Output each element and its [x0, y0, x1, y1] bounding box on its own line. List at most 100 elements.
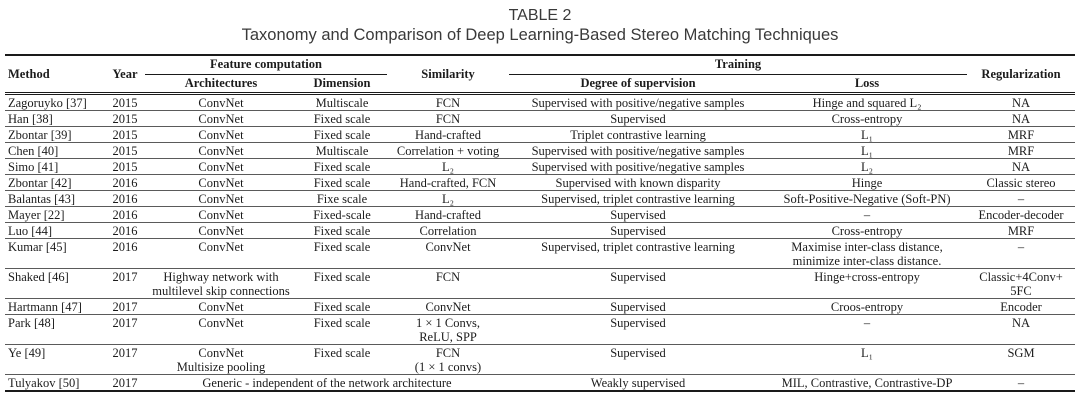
similarity-cell: Correlation: [419, 223, 477, 238]
loss-cell: Maximise inter-class distance, minimize …: [791, 239, 943, 268]
table-title-block: TABLE 2 Taxonomy and Comparison of Deep …: [0, 0, 1080, 45]
architectures-cell: ConvNet: [198, 239, 244, 254]
dimension-cell: Fixed scale: [313, 345, 371, 360]
loss-cell: Cross-entropy: [831, 111, 903, 126]
supervision-cell: Supervised with positive/negative sample…: [531, 143, 745, 158]
table-row-kumar: Kumar [45] 2016 ConvNet Fixed scale Conv…: [5, 238, 1076, 269]
method-cell: Chen [40]: [8, 143, 59, 158]
year-cell: 2017: [112, 315, 138, 330]
dimension-cell: Fixed scale: [313, 159, 371, 174]
header-row-groups: Method Year Feature computation Similari…: [5, 55, 1075, 81]
similarity-cell: FCN (1 × 1 convs): [414, 345, 482, 374]
similarity-cell: ConvNet: [425, 239, 471, 254]
table-row-zbontar-39: Zbontar [39] 2015 ConvNet Fixed scale Ha…: [5, 126, 1076, 143]
supervision-cell: Supervised with positive/negative sample…: [531, 159, 745, 174]
method-cell: Mayer [22]: [8, 207, 65, 222]
dimension-cell: Fixed scale: [313, 299, 371, 314]
year-cell: 2017: [112, 269, 138, 284]
architectures-cell: Highway network with multilevel skip con…: [152, 269, 290, 298]
architectures-cell: ConvNet: [198, 207, 244, 222]
loss-cell: Hinge: [851, 175, 883, 190]
similarity-cell: L₂: [442, 191, 455, 206]
year-cell: 2016: [112, 239, 138, 254]
loss-cell: L₁: [861, 143, 874, 158]
dimension-cell: Fixed-scale: [313, 207, 371, 222]
regularization-cell: Encoder: [1000, 299, 1042, 314]
method-cell: Zbontar [42]: [8, 175, 72, 190]
regularization-cell: –: [1017, 191, 1025, 206]
regularization-cell: MRF: [1007, 223, 1035, 238]
regularization-cell: NA: [1011, 95, 1031, 110]
similarity-cell: Correlation + voting: [396, 143, 500, 158]
supervision-cell: Supervised, triplet contrastive learning: [541, 239, 735, 254]
table-body: Zagoruyko [37] 2015 ConvNet Multiscale F…: [5, 94, 1076, 392]
table-row-ye: Ye [49] 2017 ConvNet Multisize pooling F…: [5, 344, 1076, 375]
regularization-cell: NA: [1011, 315, 1031, 330]
year-cell: 2015: [112, 143, 138, 158]
method-cell: Luo [44]: [8, 223, 53, 238]
col-header-method: Method: [8, 66, 50, 81]
table-row-simo: Simo [41] 2015 ConvNet Fixed scale L₂ Su…: [5, 158, 1076, 175]
year-cell: 2016: [112, 207, 138, 222]
loss-cell: Soft-Positive-Negative (Soft-PN): [783, 191, 951, 206]
supervision-cell: Supervised, triplet contrastive learning: [541, 191, 735, 206]
year-cell: 2017: [112, 375, 138, 390]
supervision-cell: Supervised: [610, 269, 666, 284]
regularization-cell: MRF: [1007, 127, 1035, 142]
architectures-cell: ConvNet: [198, 159, 244, 174]
similarity-cell: Hand-crafted: [415, 127, 481, 142]
col-header-supervision: Degree of supervision: [580, 76, 696, 90]
supervision-cell: Supervised with known disparity: [555, 175, 721, 190]
method-cell: Han [38]: [8, 111, 53, 126]
dimension-cell: Multiscale: [315, 143, 369, 158]
supervision-cell: Weakly supervised: [590, 375, 686, 390]
similarity-cell: L₂: [442, 159, 455, 174]
col-header-architectures: Architectures: [184, 76, 258, 90]
similarity-cell: FCN: [435, 269, 461, 284]
col-header-regularization: Regularization: [981, 66, 1061, 81]
year-cell: 2015: [112, 95, 138, 110]
method-cell: Shaked [46]: [8, 269, 69, 284]
method-cell: Tulyakov [50]: [8, 375, 80, 390]
table-row-tulyakov: Tulyakov [50] 2017 Generic - independent…: [5, 374, 1076, 392]
supervision-cell: Supervised with positive/negative sample…: [531, 95, 745, 110]
supervision-cell: Supervised: [610, 315, 666, 330]
regularization-cell: MRF: [1007, 143, 1035, 158]
dimension-cell: Fixed scale: [313, 315, 371, 330]
table-row-park: Park [48] 2017 ConvNet Fixed scale 1 × 1…: [5, 314, 1076, 345]
supervision-cell: Triplet contrastive learning: [570, 127, 706, 142]
architectures-cell: ConvNet: [198, 191, 244, 206]
loss-cell: –: [863, 207, 871, 222]
method-cell: Park [48]: [8, 315, 55, 330]
col-header-year: Year: [112, 66, 138, 81]
regularization-cell: Encoder-decoder: [978, 207, 1064, 222]
similarity-cell: ConvNet: [425, 299, 471, 314]
year-cell: 2017: [112, 299, 138, 314]
regularization-cell: –: [1017, 239, 1025, 254]
architectures-cell: ConvNet: [198, 111, 244, 126]
architectures-cell: ConvNet: [198, 127, 244, 142]
table-row-hartmann: Hartmann [47] 2017 ConvNet Fixed scale C…: [5, 298, 1076, 315]
dimension-cell: Fixed scale: [313, 239, 371, 254]
loss-cell: Croos-entropy: [830, 299, 904, 314]
year-cell: 2016: [112, 223, 138, 238]
table-row-balantas: Balantas [43] 2016 ConvNet Fixe scale L₂…: [5, 190, 1076, 207]
table-caption: Taxonomy and Comparison of Deep Learning…: [241, 26, 839, 44]
dimension-cell: Fixe scale: [316, 191, 368, 206]
col-header-similarity: Similarity: [421, 66, 475, 81]
loss-cell: Hinge and squared L₂: [812, 95, 922, 110]
regularization-cell: NA: [1011, 159, 1031, 174]
architectures-cell: ConvNet: [198, 223, 244, 238]
similarity-cell: Hand-crafted, FCN: [399, 175, 497, 190]
loss-cell: L₁: [861, 127, 874, 142]
dimension-cell: Fixed scale: [313, 127, 371, 142]
col-header-loss: Loss: [854, 76, 880, 90]
header-row-subcolumns: Architectures Dimension Degree of superv…: [5, 75, 1075, 94]
comparison-table: Method Year Feature computation Similari…: [5, 54, 1076, 392]
table-row-luo: Luo [44] 2016 ConvNet Fixed scale Correl…: [5, 222, 1076, 239]
architectures-cell: ConvNet: [198, 315, 244, 330]
dimension-cell: Multiscale: [315, 95, 369, 110]
architectures-cell: ConvNet: [198, 299, 244, 314]
method-cell: Hartmann [47]: [8, 299, 82, 314]
method-cell: Zbontar [39]: [8, 127, 72, 142]
